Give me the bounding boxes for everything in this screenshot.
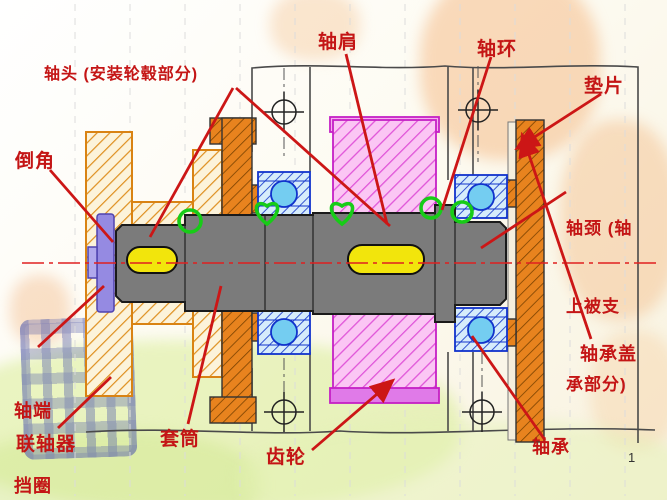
label-shaft-head: 轴头 (安装轮毂部分) bbox=[44, 66, 199, 83]
leader-zhouhuan bbox=[440, 56, 493, 211]
shoulder-marker-circle bbox=[177, 208, 203, 234]
orange-watermark bbox=[10, 275, 70, 345]
page-number: 1 bbox=[628, 450, 636, 465]
leader-zhoutou-left bbox=[148, 87, 235, 238]
leader-chilun bbox=[311, 378, 396, 452]
label-bearing: 轴承 bbox=[532, 437, 570, 457]
leader-daojiao bbox=[48, 169, 115, 243]
label-shim: 垫片 bbox=[584, 76, 625, 97]
leader-zhouduandangquan bbox=[37, 284, 105, 349]
label-coupling: 联轴器 bbox=[16, 434, 77, 455]
leader-zhouchenggai bbox=[518, 131, 593, 340]
leader-zhoutou-right bbox=[235, 86, 391, 228]
keyway-left bbox=[126, 246, 178, 274]
leader-lines bbox=[37, 53, 602, 452]
label-bearing-cover: 轴承盖 bbox=[580, 344, 637, 364]
label-journal: 轴颈 (轴 上被支 承部分) bbox=[566, 219, 633, 394]
right-bearing bbox=[454, 174, 508, 352]
label-shaft-collar: 轴环 bbox=[477, 39, 518, 60]
leader-zhoujing bbox=[480, 190, 567, 250]
shoulder-markers bbox=[177, 196, 474, 234]
shoulder-marker-circle bbox=[450, 200, 474, 224]
leader-zhoujian bbox=[344, 53, 389, 225]
label-shaft-shoulder: 轴肩 bbox=[318, 32, 359, 53]
label-sleeve: 套筒 bbox=[160, 429, 201, 450]
shoulder-marker-heart bbox=[329, 201, 355, 227]
orange-watermark bbox=[270, 0, 360, 60]
shoulder-marker-circle bbox=[419, 196, 443, 220]
label-chamfer: 倒角 bbox=[15, 151, 56, 172]
green-wave-decor bbox=[240, 420, 667, 500]
leader-lianzhouqi bbox=[57, 375, 112, 430]
orange-watermark bbox=[560, 120, 667, 320]
keyway-gear bbox=[347, 244, 425, 275]
label-gear: 齿轮 bbox=[266, 447, 307, 468]
label-shaft-end-retaining-ring: 轴端 挡圈 bbox=[14, 401, 52, 496]
gear bbox=[329, 116, 440, 404]
leader-zhoucheng bbox=[470, 335, 547, 441]
shoulder-marker-heart bbox=[254, 201, 280, 227]
leader-taotong bbox=[186, 285, 223, 425]
